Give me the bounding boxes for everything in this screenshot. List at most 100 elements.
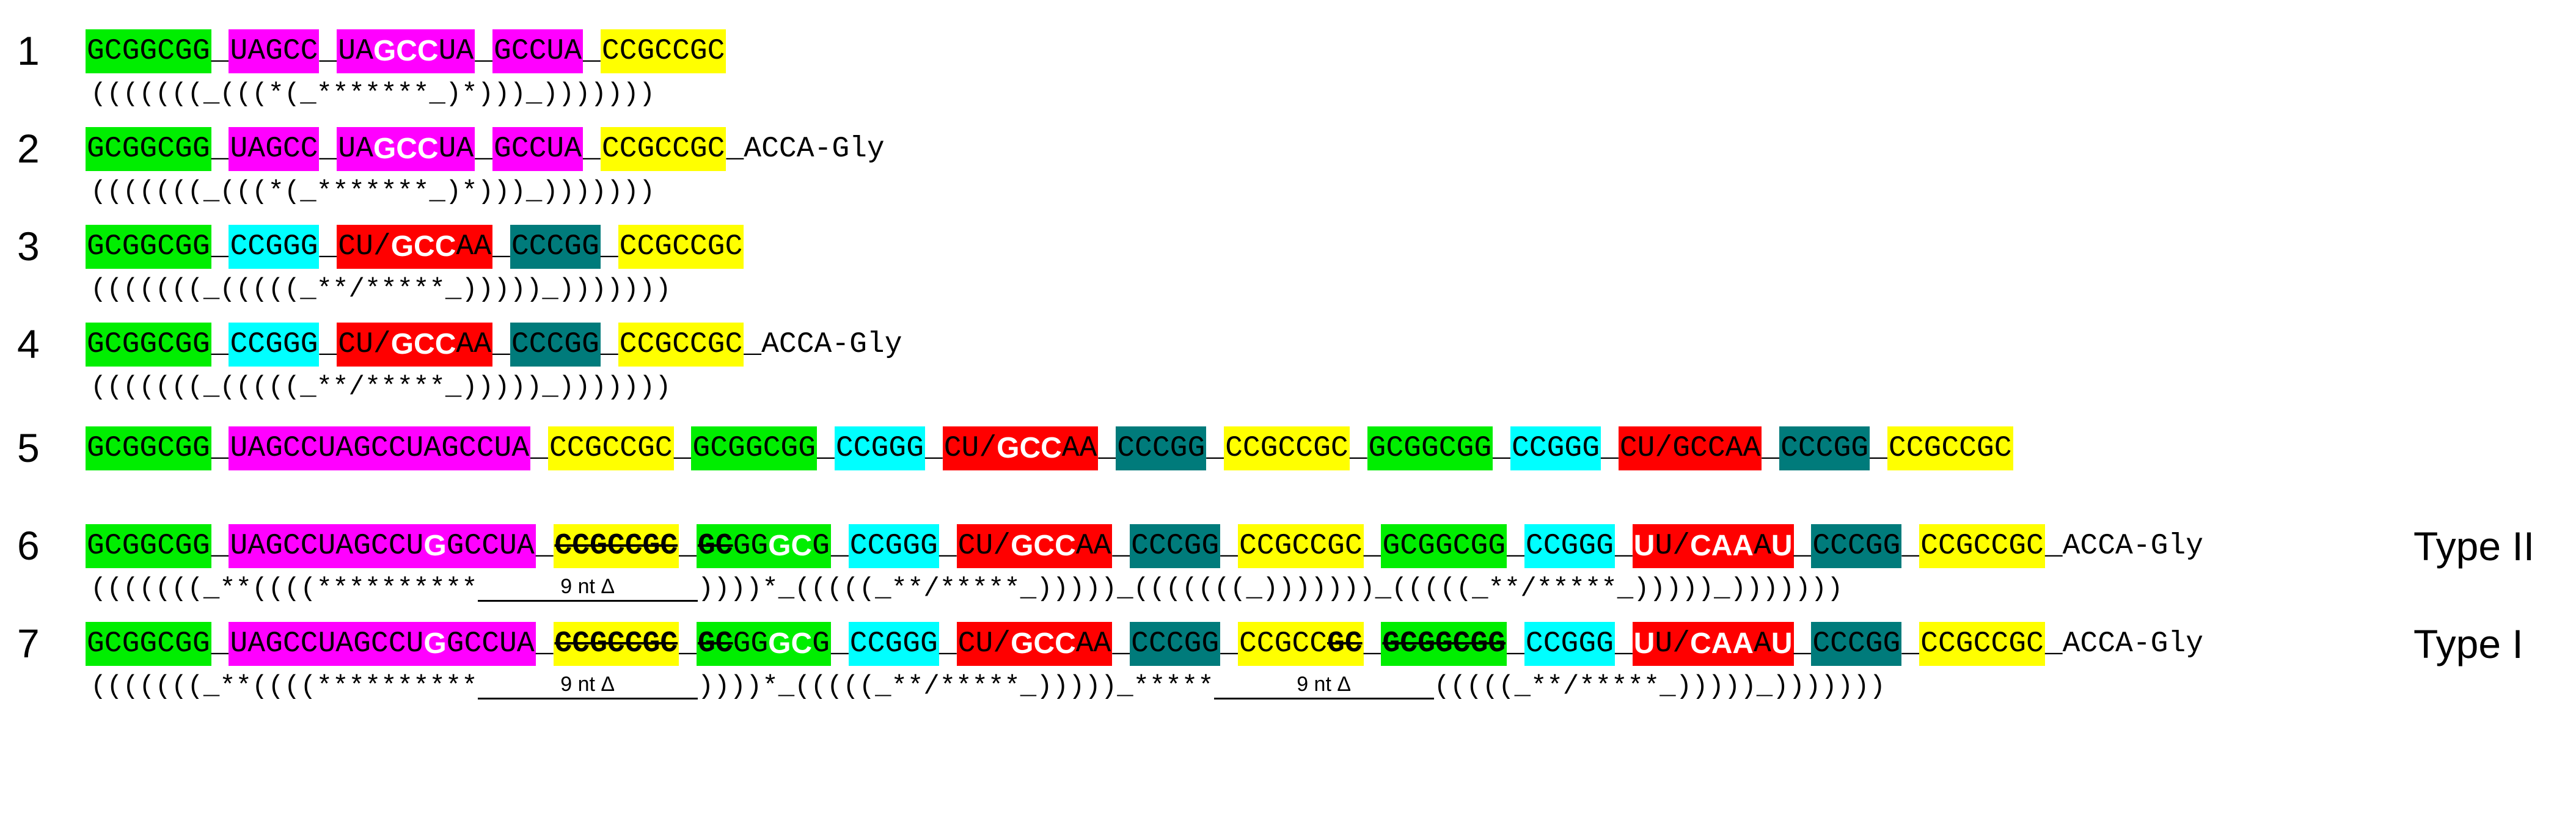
row-number: 4 (17, 321, 40, 367)
row-number: 3 (17, 224, 40, 269)
nucleotides: A (1754, 627, 1771, 660)
linker: _ (830, 530, 849, 563)
highlighted-nucleotides: U (1771, 627, 1793, 660)
nucleotides: GCCUA (446, 627, 535, 660)
linker: _ (1349, 432, 1367, 465)
sequence-segment: CCGCCGC (547, 426, 674, 470)
nucleotides: GG (733, 627, 769, 660)
sequence-row: GCGGCGG_CCGGG_CU/GCCAA_CCCGG_CCGCCGC (86, 225, 744, 269)
sequence-segment: CCCGG (1116, 426, 1207, 470)
deleted-nucleotides: CCGCCGC (554, 627, 678, 660)
dot-bracket-structure: (((((((_(((*(_*******_)*)))_))))))) (90, 79, 656, 109)
linker: _ (1363, 627, 1381, 660)
highlighted-nucleotides: GCC (373, 35, 439, 67)
linker: _ (939, 627, 957, 660)
linker: _ (535, 627, 554, 660)
linker: _ (1870, 432, 1887, 465)
sequence-segment: CU/GCCAA (956, 524, 1113, 568)
dot-bracket-part: (((((((_**((((********** (90, 574, 478, 604)
sequence-row: GCGGCGG_UAGCC_UAGCCUA_GCCUA_CCGCCGC_ACCA… (86, 127, 885, 171)
highlighted-nucleotides: U (1633, 627, 1655, 660)
sequence-segment: CCCGG (510, 323, 601, 367)
linker: _ (1901, 530, 1920, 563)
nucleotides: U/ (1655, 627, 1691, 660)
dot-bracket-structure: (((((((_**((((**********9 nt Δ))))*_((((… (90, 671, 1886, 703)
linker: _ (1098, 432, 1116, 465)
row-number: 2 (17, 126, 40, 171)
dot-bracket-part: ))))*_(((((_**/*****_)))))_(((((((_)))))… (697, 574, 1843, 604)
linker: _ (939, 530, 957, 563)
linker: _ (211, 530, 229, 563)
sequence-segment: CCGGG (848, 524, 939, 568)
highlighted-nucleotides: U (1633, 530, 1655, 562)
linker: _ (211, 133, 229, 166)
sequence-segment: GCGGGCG (696, 622, 831, 666)
sequence-segment: GCCUA (492, 127, 584, 171)
highlighted-nucleotides: U (1771, 530, 1793, 562)
highlighted-nucleotides: G (423, 530, 447, 562)
nucleotides: UAGCCUAGCCU (230, 530, 424, 563)
linker: _ (1614, 627, 1633, 660)
type-label: Type I (2413, 621, 2523, 667)
nucleotides: UA (338, 133, 373, 166)
linker: _ (1363, 530, 1381, 563)
sequence-segment: CCGCCGC (1224, 426, 1350, 470)
sequence-segment: UAGCCUA (337, 127, 475, 171)
dot-bracket-part: (((((((_**((((********** (90, 671, 478, 702)
highlighted-nucleotides: GCC (997, 432, 1062, 464)
sequence-segment: CCGCCGC (600, 29, 726, 73)
linker: _ (319, 230, 337, 263)
row-number: 5 (17, 425, 40, 470)
nucleotides: CU/ (957, 530, 1011, 563)
sequence-segment: GCGGCGG (86, 426, 211, 470)
highlighted-nucleotides: CAA (1690, 627, 1754, 660)
highlighted-nucleotides: GCC (373, 133, 439, 165)
deleted-nucleotides: GC (697, 530, 733, 563)
highlighted-nucleotides: G (423, 627, 447, 660)
sequence-segment: CCCGG (1130, 622, 1221, 666)
sequence-segment: CCGCCGC (1887, 426, 2013, 470)
nucleotides: GCCUA (446, 530, 535, 563)
dot-bracket-structure: (((((((_(((*(_*******_)*)))_))))))) (90, 177, 656, 207)
sequence-segment: CU/GCCAA (942, 426, 1099, 470)
sequence-segment: CCGCCGC (600, 127, 726, 171)
linker: _ (924, 432, 943, 465)
sequence-segment: CCGCCGC (1919, 622, 2045, 666)
nucleotides: A (1754, 530, 1771, 563)
linker: _ (679, 530, 697, 563)
sequence-segment: CCCGG (1811, 524, 1902, 568)
linker: _ (600, 328, 618, 361)
nucleotides: CCGCC (1239, 627, 1328, 660)
linker: _ (492, 230, 510, 263)
deleted-nucleotides: GC (697, 627, 733, 660)
sequence-segment: CCGCCGC (553, 622, 679, 666)
sequence-segment: GCGGGCG (696, 524, 831, 568)
sequence-segment: CCCGG (1779, 426, 1870, 470)
sequence-segment: CU/GCCAA (337, 323, 492, 367)
linker: _ (583, 133, 601, 166)
sequence-segment: CCGGG (1510, 426, 1601, 470)
linker: _ACCA-Gly (2044, 627, 2204, 660)
sequence-segment: CCGGG (834, 426, 925, 470)
linker: _ (1220, 627, 1238, 660)
deleted-nucleotides: CCGCCGC (554, 530, 678, 563)
linker: _ (1112, 627, 1130, 660)
sequence-segment: UAGCCUAGCCUGGCCUA (229, 622, 536, 666)
highlighted-nucleotides: GCC (390, 328, 456, 360)
sequence-segment: CCGGG (229, 323, 320, 367)
sequence-segment: UU/CAAAU (1632, 622, 1794, 666)
nucleotides: G (812, 530, 830, 563)
linker: _ (319, 35, 337, 68)
deletion-gap-label: 9 nt Δ (477, 573, 698, 602)
linker: _ (600, 230, 618, 263)
dot-bracket-part: (((((_**/*****_)))))_))))))) (1433, 671, 1886, 702)
sequence-row: GCGGCGG_UAGCCUAGCCUGGCCUA_CCGCCGC_GCGGGC… (86, 524, 2203, 568)
nucleotides: AA (1061, 432, 1097, 465)
linker: _ (211, 35, 229, 68)
highlighted-nucleotides: GCC (1011, 530, 1076, 562)
sequence-segment: UAGCC (229, 29, 320, 73)
linker: _ (583, 35, 601, 68)
dot-bracket-part: ))))*_(((((_**/*****_)))))_***** (697, 671, 1214, 702)
linker: _ (211, 627, 229, 660)
